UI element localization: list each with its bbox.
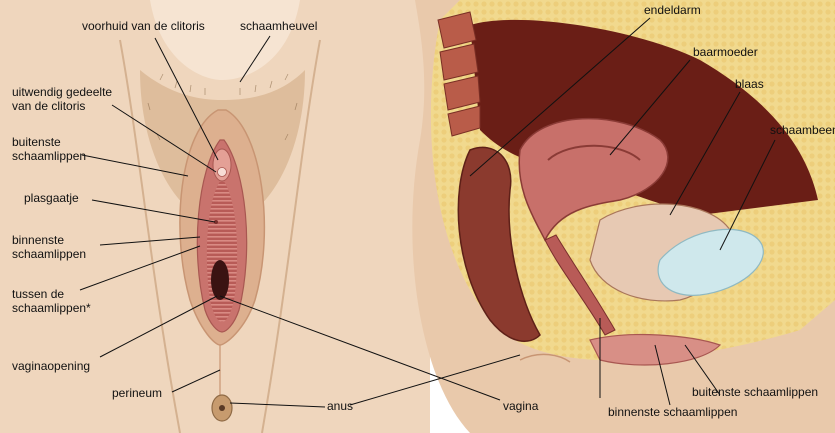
- label-uitwendig-1: uitwendig gedeelte: [12, 85, 112, 99]
- label-binnenste-side: binnenste schaamlippen: [608, 405, 737, 419]
- label-schaamheuvel: schaamheuvel: [240, 19, 317, 33]
- label-plasgaatje: plasgaatje: [24, 191, 79, 205]
- vaginal-opening: [211, 260, 229, 300]
- label-voorhuid: voorhuid van de clitoris: [82, 19, 205, 33]
- label-buitenste-2: schaamlippen: [12, 149, 86, 163]
- anus-center: [219, 405, 225, 411]
- label-binnenste-2: schaamlippen: [12, 247, 86, 261]
- label-baarmoeder: baarmoeder: [693, 45, 758, 59]
- label-vagina: vagina: [503, 399, 539, 413]
- label-blaas: blaas: [735, 77, 764, 91]
- clitoris-glans: [218, 168, 227, 177]
- label-buitenste-side: buitenste schaamlippen: [692, 385, 818, 399]
- label-tussen-1: tussen de: [12, 287, 64, 301]
- label-endeldarm: endeldarm: [644, 3, 701, 17]
- label-binnenste-1: binnenste: [12, 233, 64, 247]
- label-vaginaopening: vaginaopening: [12, 359, 90, 373]
- label-buitenste-1: buitenste: [12, 135, 61, 149]
- label-uitwendig-2: van de clitoris: [12, 99, 85, 113]
- label-schaambeen: schaambeen: [770, 123, 835, 137]
- label-tussen-2: schaamlippen*: [12, 301, 91, 315]
- label-perineum: perineum: [112, 386, 162, 400]
- label-anus: anus: [327, 399, 353, 413]
